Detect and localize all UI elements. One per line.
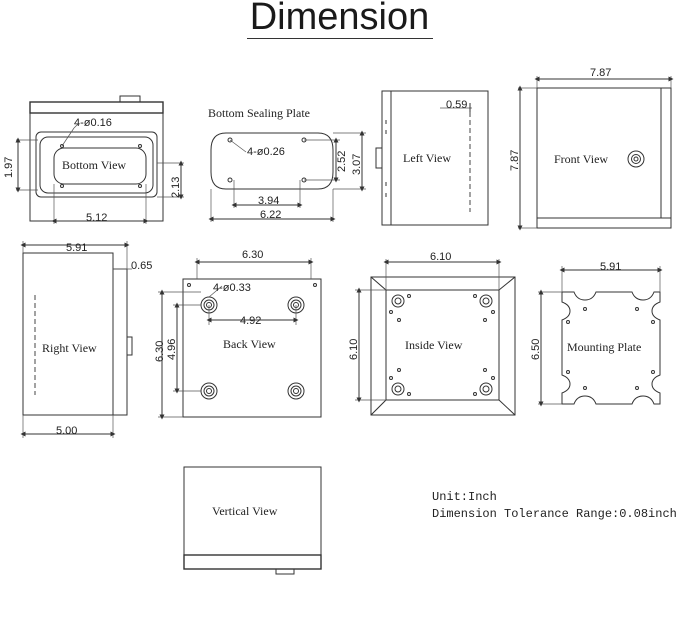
inside-corner-bosses <box>391 294 493 396</box>
back-hole-dim: 4-ø0.33 <box>213 282 251 294</box>
bv-depth-dim: 2.13 <box>170 177 182 198</box>
fv-width-dim: 7.87 <box>590 67 611 79</box>
bottom-sealing-plate-label: Bottom Sealing Plate <box>208 106 310 120</box>
front-view: 7.87 7.87 Front View <box>509 67 674 231</box>
vertical-view: Vertical View <box>183 466 322 575</box>
back-height-dim: 6.30 <box>154 341 166 362</box>
bottom-sealing-plate: Bottom Sealing Plate 4-ø0.26 2.52 3.07 3… <box>208 106 366 222</box>
rv-depth-dim: 5.00 <box>56 425 77 437</box>
vertical-view-label: Vertical View <box>212 504 278 518</box>
bsp-hole-dim: 4-ø0.26 <box>247 146 285 158</box>
inside-view: 6.10 6.10 Inside View <box>348 251 516 416</box>
back-width-dim: 6.30 <box>242 249 263 261</box>
mounting-plate-label: Mounting Plate <box>567 340 641 354</box>
lv-offset-dim: 0.59 <box>446 99 467 111</box>
rv-offset-dim: 0.65 <box>131 260 152 272</box>
left-view-label: Left View <box>403 151 451 165</box>
back-hole-h-dim: 4.96 <box>166 339 178 360</box>
right-view: 5.91 0.65 Right View 5.00 <box>20 241 152 438</box>
title-underline <box>247 38 433 39</box>
bsp-outer-w-dim: 6.22 <box>260 209 281 221</box>
back-view: 6.30 4-ø0.33 4.92 6.30 4.96 Back View <box>154 249 322 420</box>
inside-view-label: Inside View <box>405 338 463 352</box>
bsp-inner-w-dim: 3.94 <box>258 195 279 207</box>
fv-height-dim: 7.87 <box>509 150 521 171</box>
back-hole-w-dim: 4.92 <box>240 315 261 327</box>
left-view: 0.59 Left View <box>375 90 489 226</box>
tolerance-note: Dimension Tolerance Range:0.08inch <box>432 507 677 521</box>
right-view-label: Right View <box>42 341 97 355</box>
rv-width-dim: 5.91 <box>66 242 87 254</box>
back-view-label: Back View <box>223 337 276 351</box>
page-title: Dimension <box>249 0 430 38</box>
iv-height-dim: 6.10 <box>348 339 360 360</box>
bv-hole-dim: 4-ø0.16 <box>74 117 112 129</box>
mp-height-dim: 6.50 <box>530 339 542 360</box>
unit-note: Unit:Inch <box>432 490 497 504</box>
bsp-inner-h-dim: 2.52 <box>336 151 348 172</box>
bv-width-dim: 5.12 <box>86 212 107 224</box>
bv-height-dim: 1.97 <box>3 157 15 178</box>
inside-small-holes <box>389 294 495 396</box>
bsp-outer-h-dim: 3.07 <box>351 154 363 175</box>
bottom-view: 4-ø0.16 Bottom View 1.97 2.13 5.12 <box>3 95 184 224</box>
bottom-view-label: Bottom View <box>62 158 126 172</box>
iv-width-dim: 6.10 <box>430 251 451 263</box>
front-view-label: Front View <box>554 152 608 166</box>
mp-width-dim: 5.91 <box>600 261 621 273</box>
mounting-plate: 5.91 6.50 Mounting Plate <box>530 261 663 407</box>
